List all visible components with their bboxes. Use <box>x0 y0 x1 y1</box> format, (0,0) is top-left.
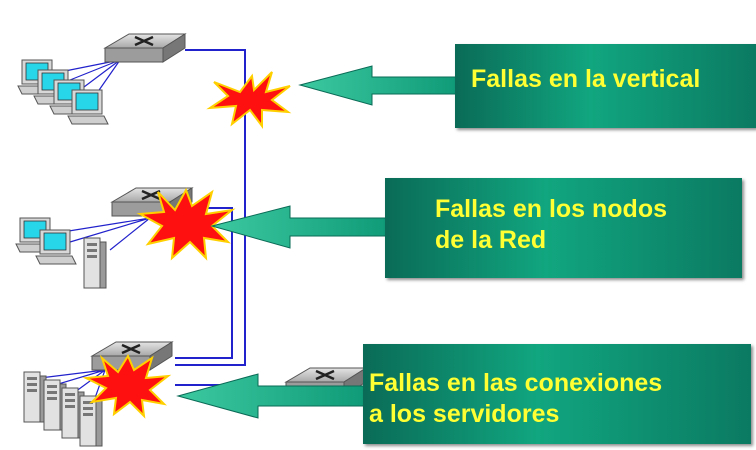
switch-icon <box>103 32 187 64</box>
arrow-icon <box>210 205 393 249</box>
arrow-icon <box>298 65 461 106</box>
vertical-backbone-cable <box>175 49 246 366</box>
failure-burst-icon <box>206 71 292 129</box>
computer-icon <box>67 89 109 125</box>
callout-server-connection-failures: Fallas en las conexiones a los servidore… <box>363 344 751 444</box>
callout-line: a los servidores <box>369 400 560 428</box>
computer-icon <box>35 229 77 265</box>
callout-line: Fallas en las conexiones <box>369 369 663 397</box>
server-tower-icon <box>23 371 47 423</box>
failure-burst-icon <box>136 187 236 261</box>
callout-node-failures: Fallas en los nodos de la Red <box>385 178 742 278</box>
failure-burst-icon <box>82 353 172 419</box>
callout-line: Fallas en los nodos <box>435 195 667 223</box>
callout-line: Fallas en la vertical <box>471 65 701 93</box>
server-tower-icon <box>79 395 103 447</box>
server-tower-icon <box>83 237 107 289</box>
callout-vertical-failures: Fallas en la vertical <box>455 44 756 128</box>
callout-line: de la Red <box>435 226 547 254</box>
